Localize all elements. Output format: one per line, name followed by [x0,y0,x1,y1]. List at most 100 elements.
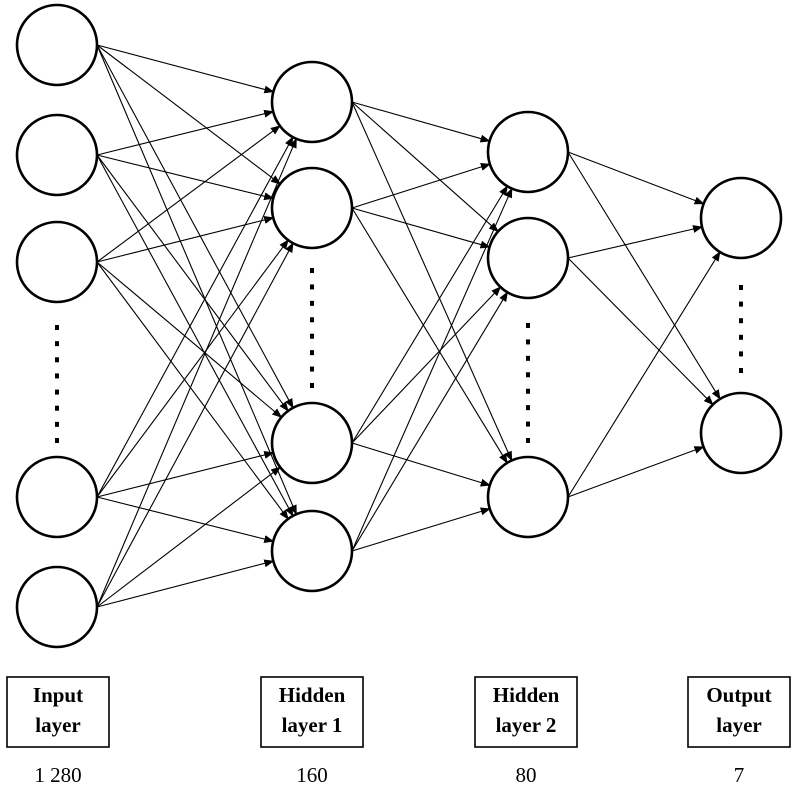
output-neuron-1 [699,176,783,260]
input-ellipsis-dot [55,438,59,443]
connection-input-3-to-hidden1-4 [96,261,289,520]
connection-input-2-to-hidden1-3 [96,154,289,412]
connection-hidden1-3-to-hidden2-1 [351,185,508,444]
hidden1-ellipsis-dot [310,383,314,388]
input-ellipsis-dot [55,405,59,411]
hidden-layer-1-label: Hidden layer 1 [260,676,364,748]
hidden2-neuron-1 [486,110,570,194]
hidden1-ellipsis-dot [310,317,314,323]
connection-input-5-to-hidden1-1 [96,137,297,608]
connection-hidden2-1-to-output-2 [567,151,721,400]
connection-input-4-to-hidden1-3 [96,451,275,498]
output-ellipsis-dot [739,318,743,324]
connection-input-3-to-hidden1-2 [96,216,275,263]
connection-input-3-to-hidden1-3 [96,261,283,418]
hidden-layer-1-count: 160 [296,763,328,787]
hidden1-ellipsis-dot [310,300,314,306]
hidden1-ellipsis-dot [310,268,314,273]
input-neuron-5 [15,565,99,649]
connection-hidden1-2-to-hidden2-1 [351,163,491,209]
connection-hidden2-3-to-output-1 [567,251,721,498]
output-layer-label-line1: Output [706,683,771,707]
input-ellipsis-dot [55,373,59,379]
output-ellipsis-dot [739,368,743,373]
input-ellipsis-dot [55,389,59,395]
hidden-layer-2-count: 80 [516,763,537,787]
input-ellipsis-dot [55,357,59,363]
connection-input-1-to-hidden1-4 [96,44,297,516]
hidden2-ellipsis-dot [526,372,530,378]
input-layer-label-line2: layer [35,713,80,737]
hidden1-ellipsis-dot [310,333,314,339]
connection-input-5-to-hidden1-2 [96,242,294,608]
connections [96,44,721,608]
output-neuron-2 [699,391,783,475]
hidden2-neuron-3 [486,455,570,539]
connection-hidden2-1-to-output-1 [567,151,705,205]
output-layer-label: Output layer [687,676,791,748]
output-ellipsis-dot [739,351,743,357]
connection-input-2-to-hidden1-1 [96,109,275,156]
connection-input-5-to-hidden1-3 [96,466,281,608]
hidden2-ellipsis-dot [526,405,530,411]
connection-input-4-to-hidden1-4 [96,496,275,543]
connection-input-2-to-hidden1-2 [96,154,275,201]
connection-hidden1-4-to-hidden2-3 [351,507,491,552]
connection-hidden1-1-to-hidden2-1 [351,101,491,143]
hidden2-ellipsis-dot [526,421,530,427]
output-layer-count: 7 [734,763,745,787]
connection-hidden1-1-to-hidden2-3 [351,101,513,462]
hidden2-ellipsis-dot [526,355,530,361]
connection-hidden1-3-to-hidden2-3 [351,442,491,487]
connection-input-1-to-hidden1-2 [96,44,281,185]
hidden2-ellipsis-dot [526,323,530,328]
hidden-layer-2-label-line2: layer 2 [496,713,557,737]
input-ellipsis-dot [55,341,59,347]
connection-hidden1-1-to-hidden2-2 [351,101,499,233]
connection-hidden1-4-to-hidden2-2 [351,291,508,552]
hidden1-neuron-1 [270,60,354,144]
connection-hidden1-3-to-hidden2-2 [351,286,502,444]
hidden1-neuron-4 [270,509,354,593]
connection-input-4-to-hidden1-1 [96,136,294,498]
hidden-layer-1-label-line1: Hidden [279,683,346,707]
connection-hidden1-2-to-hidden2-3 [351,207,508,464]
hidden-layer-1-label-line2: layer 1 [282,713,343,737]
input-neuron-4 [15,455,99,539]
hidden2-neuron-2 [486,216,570,300]
hidden1-ellipsis-dot [310,284,314,290]
connection-hidden2-2-to-output-2 [567,257,714,406]
input-neuron-1 [15,3,99,87]
input-layer-label: Input layer [6,676,110,748]
connection-input-1-to-hidden1-1 [96,44,275,94]
input-layer-label-line1: Input [33,683,83,707]
hidden1-ellipsis-dot [310,366,314,372]
hidden1-neuron-3 [270,401,354,485]
output-layer-label-line2: layer [716,713,761,737]
connection-hidden1-4-to-hidden2-1 [351,187,513,552]
hidden2-ellipsis-dot [526,339,530,345]
hidden1-neuron-2 [270,166,354,250]
connection-hidden2-3-to-output-2 [567,446,705,498]
input-neuron-2 [15,113,99,197]
connection-hidden2-2-to-output-1 [567,225,704,259]
output-ellipsis-dot [739,285,743,290]
input-layer-count: 1 280 [34,763,81,787]
hidden1-ellipsis-dot [310,350,314,356]
output-ellipsis-dot [739,334,743,340]
neurons [15,3,783,649]
omitted-neurons-ellipses [55,268,743,443]
input-ellipsis-dot [55,421,59,427]
hidden2-ellipsis-dot [526,388,530,394]
hidden-layer-2-label-line1: Hidden [493,683,560,707]
connection-input-5-to-hidden1-4 [96,559,275,608]
connection-hidden1-2-to-hidden2-2 [351,207,491,249]
hidden2-ellipsis-dot [526,438,530,443]
connection-input-1-to-hidden1-3 [96,44,294,409]
connection-input-4-to-hidden1-2 [96,239,289,498]
input-ellipsis-dot [55,325,59,330]
hidden-layer-2-label: Hidden layer 2 [474,676,578,748]
connection-input-3-to-hidden1-1 [96,125,281,263]
input-neuron-3 [15,220,99,304]
